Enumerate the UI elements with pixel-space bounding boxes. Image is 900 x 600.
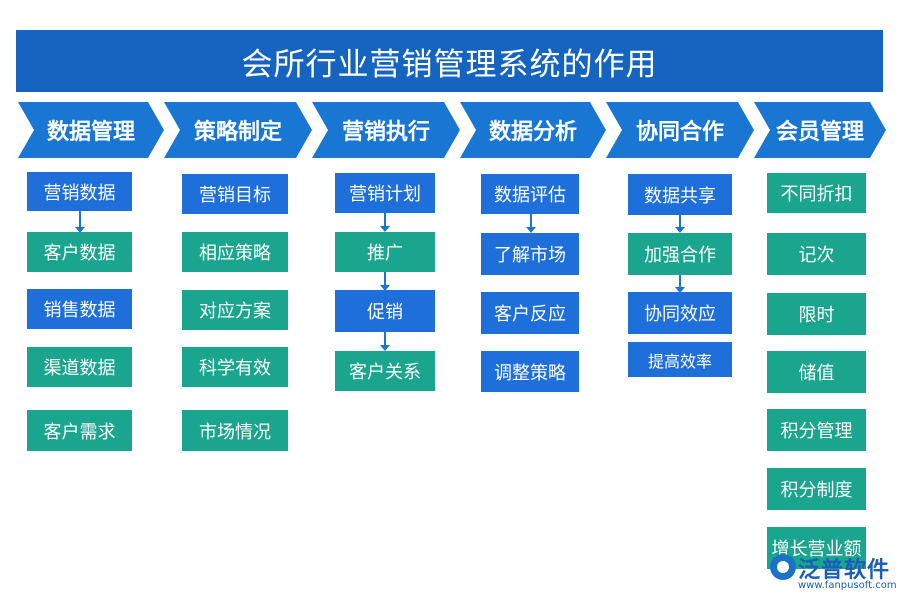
flow-arrow bbox=[675, 275, 685, 293]
flow-arrow bbox=[380, 332, 390, 351]
node-corresponding-strategy: 相应策略 bbox=[182, 232, 288, 272]
node-adjust-strategy: 调整策略 bbox=[481, 351, 579, 392]
node-synergy: 协同效应 bbox=[628, 292, 732, 334]
header-member-management: 会员管理 bbox=[754, 102, 886, 158]
header-strategy: 策略制定 bbox=[164, 102, 312, 158]
flow-arrow bbox=[75, 211, 85, 233]
watermark-url: www.fanpusoft.com bbox=[798, 580, 897, 591]
node-data-evaluation: 数据评估 bbox=[481, 174, 579, 214]
node-promotion: 推广 bbox=[335, 232, 435, 272]
node-channel-data: 渠道数据 bbox=[27, 347, 132, 387]
node-marketing-plan: 营销计划 bbox=[335, 173, 435, 213]
node-points-system: 积分制度 bbox=[767, 468, 866, 510]
node-improve-efficiency: 提高效率 bbox=[628, 342, 732, 377]
header-analysis: 数据分析 bbox=[460, 102, 606, 158]
flow-arrow bbox=[380, 272, 390, 291]
node-customer-needs: 客户需求 bbox=[27, 410, 132, 451]
node-customer-response: 客户反应 bbox=[481, 292, 579, 334]
node-data-sharing: 数据共享 bbox=[628, 174, 732, 215]
node-stored-value: 储值 bbox=[767, 351, 866, 393]
header-execution: 营销执行 bbox=[312, 102, 460, 158]
flow-arrow bbox=[675, 215, 685, 233]
node-sales-promotion: 促销 bbox=[335, 290, 435, 332]
node-marketing-goal: 营销目标 bbox=[182, 174, 288, 214]
node-market-situation: 市场情况 bbox=[182, 410, 288, 451]
node-customer-relations: 客户关系 bbox=[335, 351, 435, 391]
node-count-based: 记次 bbox=[767, 233, 866, 275]
node-strengthen-cooperation: 加强合作 bbox=[628, 233, 732, 275]
watermark-brand: 泛普软件 bbox=[798, 558, 891, 583]
node-discounts: 不同折扣 bbox=[767, 173, 866, 213]
node-marketing-data: 营销数据 bbox=[27, 172, 132, 211]
header-data-management: 数据管理 bbox=[18, 102, 164, 158]
node-time-limited: 限时 bbox=[767, 293, 866, 335]
node-plan: 对应方案 bbox=[182, 290, 288, 330]
header-collaboration: 协同合作 bbox=[606, 102, 754, 158]
node-understand-market: 了解市场 bbox=[481, 233, 579, 275]
brand-logo-icon bbox=[770, 554, 796, 580]
flow-arrow bbox=[526, 214, 536, 233]
node-points-management: 积分管理 bbox=[767, 409, 866, 451]
diagram-title: 会所行业营销管理系统的作用 bbox=[16, 30, 883, 92]
node-customer-data: 客户数据 bbox=[27, 232, 132, 272]
node-sales-data: 销售数据 bbox=[27, 289, 132, 329]
node-scientific: 科学有效 bbox=[182, 347, 288, 387]
flow-arrow bbox=[380, 213, 390, 232]
watermark: 泛普软件 www.fanpusoft.com bbox=[770, 552, 897, 596]
